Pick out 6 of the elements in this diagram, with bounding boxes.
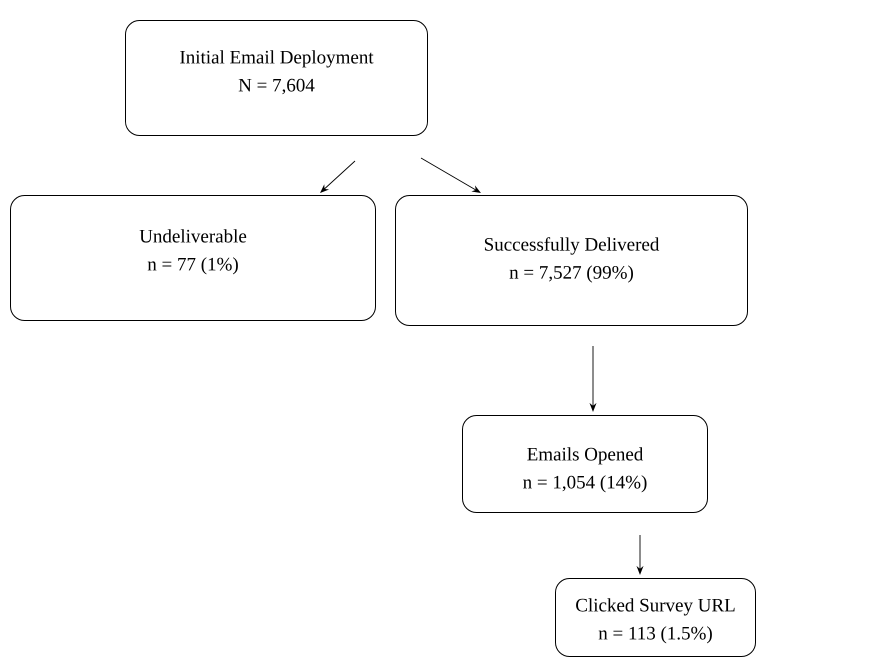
process-box: Successfully Delivered n = 7,527 (99%) bbox=[395, 195, 748, 326]
arrow bbox=[320, 160, 356, 193]
process-box: Initial Email Deployment N = 7,604 bbox=[125, 20, 428, 136]
process-box: Undeliverable n = 77 (1%) bbox=[10, 195, 376, 321]
process-box: Clicked Survey URL n = 113 (1.5%) bbox=[555, 578, 756, 657]
process-box: Emails Opened n = 1,054 (14%) bbox=[462, 415, 708, 513]
